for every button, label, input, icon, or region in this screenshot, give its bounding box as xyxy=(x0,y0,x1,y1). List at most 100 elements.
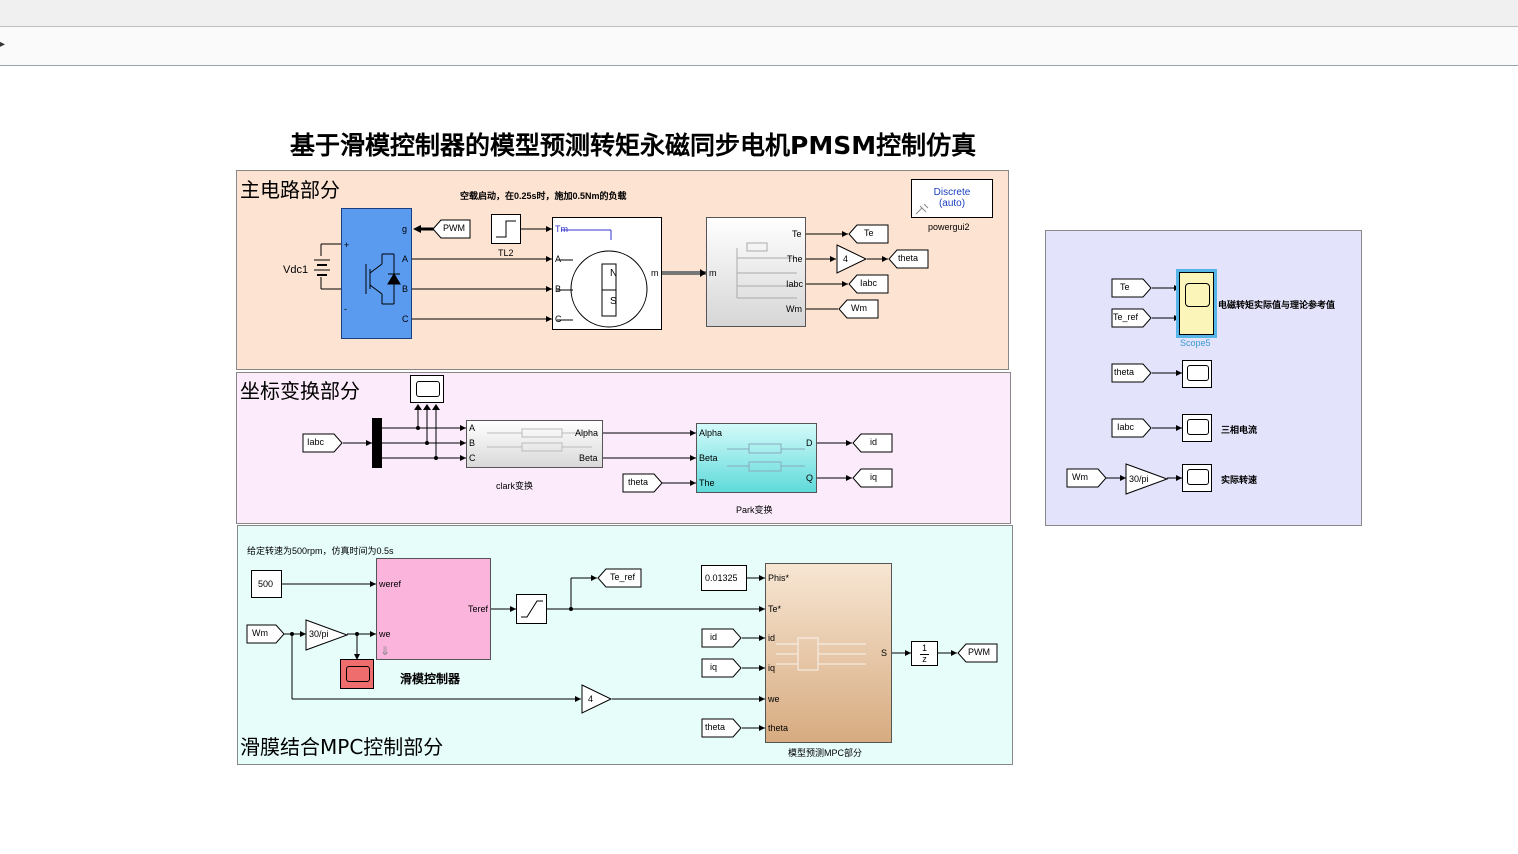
scope-red[interactable] xyxy=(340,659,374,689)
load-note: 空载启动，在0.25s时，施加0.5Nm的负载 xyxy=(460,191,627,201)
inverter-port-c: C xyxy=(402,314,409,324)
te-from-label-scope: Te xyxy=(1120,282,1130,292)
pwm-from-tag-label: PWM xyxy=(443,223,465,233)
scope5-block[interactable] xyxy=(1179,272,1214,335)
iq-from-label-mpc: iq xyxy=(710,662,718,672)
unit-delay-block[interactable]: 1 z xyxy=(911,641,938,666)
clark-name: clark变换 xyxy=(496,481,534,491)
theta-goto-tag[interactable] xyxy=(888,249,930,269)
bus-port-te: Te xyxy=(792,229,802,239)
park-name: Park变换 xyxy=(736,505,773,515)
park-port-alpha: Alpha xyxy=(699,428,723,438)
theta-from-label-scope: theta xyxy=(1114,367,1135,377)
wm-from-tag-mpc[interactable] xyxy=(246,624,286,644)
mpc-port-we: we xyxy=(768,694,780,704)
const-phis-block[interactable] xyxy=(701,565,747,591)
theta-from-tag-coord[interactable] xyxy=(622,473,664,493)
iabc-from-label: Iabc xyxy=(307,437,325,447)
saturation-icon xyxy=(521,600,543,618)
park-port-d: D xyxy=(806,438,813,448)
id-from-tag-mpc[interactable] xyxy=(701,628,743,648)
mpc-block[interactable] xyxy=(765,563,892,743)
iabc-from-tag-scope[interactable] xyxy=(1111,418,1153,438)
id-goto-tag[interactable] xyxy=(852,433,894,453)
unit-delay-bar xyxy=(920,654,929,655)
dc-source-icon[interactable] xyxy=(312,254,332,280)
clark-port-c: C xyxy=(469,453,476,463)
inverter-port-a: A xyxy=(402,254,409,264)
smc-controller-block[interactable] xyxy=(376,558,491,660)
gain-30pi-scope-label: 30/pi xyxy=(1129,474,1149,484)
const-500-label: 500 xyxy=(258,579,274,589)
gain-4-mpc[interactable] xyxy=(581,684,613,714)
demux-bar[interactable] xyxy=(372,418,382,468)
wm-from-label-scope: Wm xyxy=(1072,472,1088,482)
park-subsystem-icon xyxy=(727,443,805,472)
bus-selector-block[interactable] xyxy=(706,217,806,327)
unit-delay-num: 1 xyxy=(921,643,927,653)
mpc-port-s: S xyxy=(881,648,888,658)
page-title: 基于滑模控制器的模型预测转矩永磁同步电机PMSM控制仿真 xyxy=(290,131,977,160)
te-ref-from-tag-scope[interactable] xyxy=(1111,308,1153,328)
gain-4-main-label: 4 xyxy=(843,254,849,264)
iabc-goto-tag[interactable] xyxy=(848,274,890,294)
id-from-label-mpc: id xyxy=(710,632,718,642)
te-goto-label: Te xyxy=(864,228,874,238)
iq-from-tag-mpc[interactable] xyxy=(701,658,743,678)
unit-delay-den: z xyxy=(922,654,927,664)
motor-n-letter: N xyxy=(610,268,618,279)
gain-30pi-scope[interactable] xyxy=(1125,463,1169,495)
gain-4-main[interactable] xyxy=(836,244,868,274)
park-port-beta: Beta xyxy=(699,453,718,463)
bus-port-iabc: Iabc xyxy=(786,279,804,289)
pwm-from-tag[interactable] xyxy=(432,219,472,239)
inverter-port-plus: + xyxy=(344,240,350,250)
motor-port-b: B xyxy=(555,284,562,294)
scope-theta[interactable] xyxy=(1182,360,1212,388)
te-from-tag-scope[interactable] xyxy=(1111,278,1153,298)
powergui-block[interactable]: Discrete (auto) xyxy=(911,179,993,218)
iabc-from-tag[interactable] xyxy=(302,433,344,453)
scope-red-screen xyxy=(346,666,370,682)
wm-from-tag-scope[interactable] xyxy=(1066,468,1108,488)
mpc-port-phis: Phis* xyxy=(768,573,790,583)
const-500-block[interactable] xyxy=(251,570,282,598)
bus-port-m: m xyxy=(709,268,717,278)
tl2-step-block[interactable] xyxy=(491,214,521,244)
te-ref-goto-tag[interactable] xyxy=(597,568,643,588)
scope5-label: 电磁转矩实际值与理论参考值 xyxy=(1218,300,1336,310)
vdc-label: Vdc1 xyxy=(283,264,309,276)
motor-port-tm: Tm xyxy=(555,224,568,234)
iabc-from-label-scope: Iabc xyxy=(1117,422,1135,432)
saturation-block[interactable] xyxy=(516,594,547,624)
app-toolbar xyxy=(0,0,1518,27)
gain-30pi-mpc[interactable] xyxy=(305,619,349,651)
park-block[interactable] xyxy=(696,423,817,493)
te-goto-tag[interactable] xyxy=(848,224,890,244)
igbt-diode-icon xyxy=(365,253,401,305)
scope5-name: Scope5 xyxy=(1180,338,1211,348)
pmsm-motor-block[interactable] xyxy=(552,217,662,330)
scope-iabc[interactable] xyxy=(1182,414,1212,442)
clark-block[interactable] xyxy=(466,420,603,468)
theta-from-label-mpc: theta xyxy=(705,722,726,732)
scope-coord[interactable] xyxy=(410,375,444,403)
iq-goto-tag[interactable] xyxy=(852,468,894,488)
wm-goto-tag[interactable] xyxy=(838,299,880,319)
id-goto-label: id xyxy=(870,437,878,447)
wm-from-label-mpc: Wm xyxy=(252,628,268,638)
scope-wm[interactable] xyxy=(1182,464,1212,492)
theta-from-tag-scope[interactable] xyxy=(1111,363,1153,383)
theta-from-tag-mpc[interactable] xyxy=(701,718,743,738)
scope5-screen xyxy=(1185,283,1210,307)
inverter-block[interactable] xyxy=(341,208,412,339)
motor-port-a: A xyxy=(555,254,562,264)
pwm-goto-tag[interactable] xyxy=(957,643,999,663)
scope-iabc-screen xyxy=(1187,419,1209,435)
clark-port-beta: Beta xyxy=(579,453,598,463)
clark-subsystem-icon xyxy=(487,428,592,452)
motor-port-m: m xyxy=(651,268,659,278)
tl2-label: TL2 xyxy=(498,248,514,258)
